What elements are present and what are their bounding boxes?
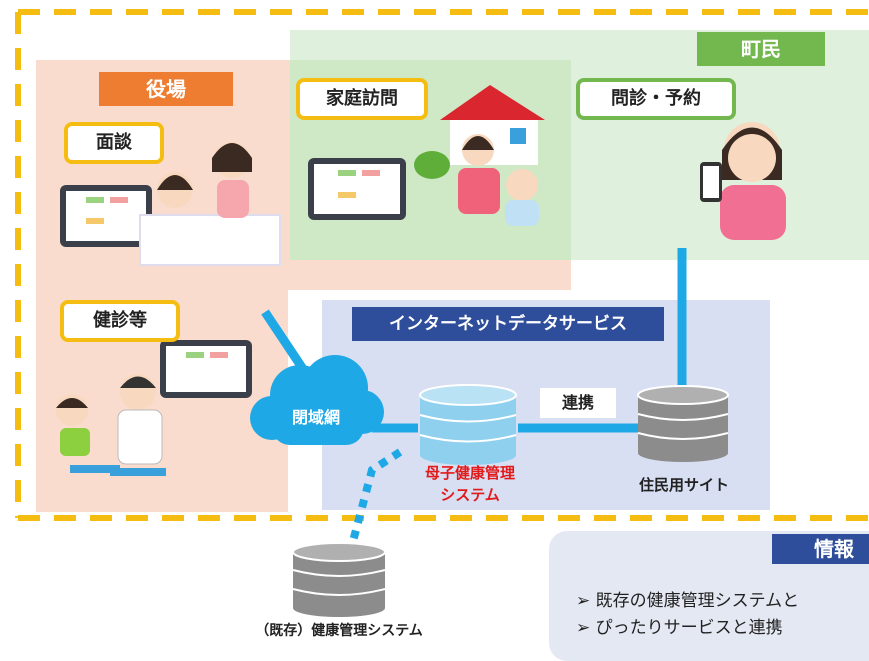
tablet-illustration xyxy=(308,158,406,220)
info-bullet-text: ぴったりサービスと連携 xyxy=(595,618,783,638)
tablet-illustration xyxy=(160,340,252,398)
arrow-bullet-icon: ➢ xyxy=(576,618,591,638)
staff-illustration xyxy=(139,142,281,266)
info-title: 情報 xyxy=(772,534,869,564)
arrow-bullet-icon: ➢ xyxy=(576,591,591,611)
resident-title: 町民 xyxy=(697,32,825,66)
diagram-graphics xyxy=(15,9,869,617)
internet-service-title: インターネットデータサービス xyxy=(352,307,664,341)
network-lines xyxy=(261,248,687,433)
organization-boundary xyxy=(15,9,869,521)
info-bullet: ➢ ぴったりサービスと連携 xyxy=(576,613,799,638)
info-bullet: ➢ 既存の健康管理システムと xyxy=(576,586,799,611)
checkup-tag: 健診等 xyxy=(60,300,180,342)
legacy-system-label: （既存）健康管理システム xyxy=(255,623,423,639)
closed-network-cloud xyxy=(250,355,384,445)
tablet-illustration xyxy=(60,185,152,247)
mch-database-icon xyxy=(419,384,517,465)
mch-system-label: 母子健康管理 システム xyxy=(400,462,540,506)
consultation-tag: 問診・予約 xyxy=(576,78,736,120)
mch-system-label-line2: システム xyxy=(440,486,500,504)
legacy-link-line xyxy=(348,448,403,547)
house-illustration xyxy=(414,85,545,226)
resident-site-label: 住民用サイト xyxy=(638,476,729,494)
resident-site-database-icon xyxy=(637,385,729,462)
closed-network-label: 閉域網 xyxy=(291,408,340,427)
mch-system-label-line1: 母子健康管理 xyxy=(424,464,515,482)
info-bullet-text: 既存の健康管理システムと xyxy=(595,591,800,611)
info-bullet-list: ➢ 既存の健康管理システムと ➢ ぴったりサービスと連携 xyxy=(576,586,799,638)
interview-tag: 面談 xyxy=(64,122,164,164)
office-title: 役場 xyxy=(99,72,233,106)
legacy-database-icon xyxy=(292,542,386,617)
home-visit-tag: 家庭訪問 xyxy=(296,78,428,120)
resident-illustration xyxy=(700,122,786,240)
link-label: 連携 xyxy=(540,388,616,418)
doctor-illustration xyxy=(56,374,166,476)
